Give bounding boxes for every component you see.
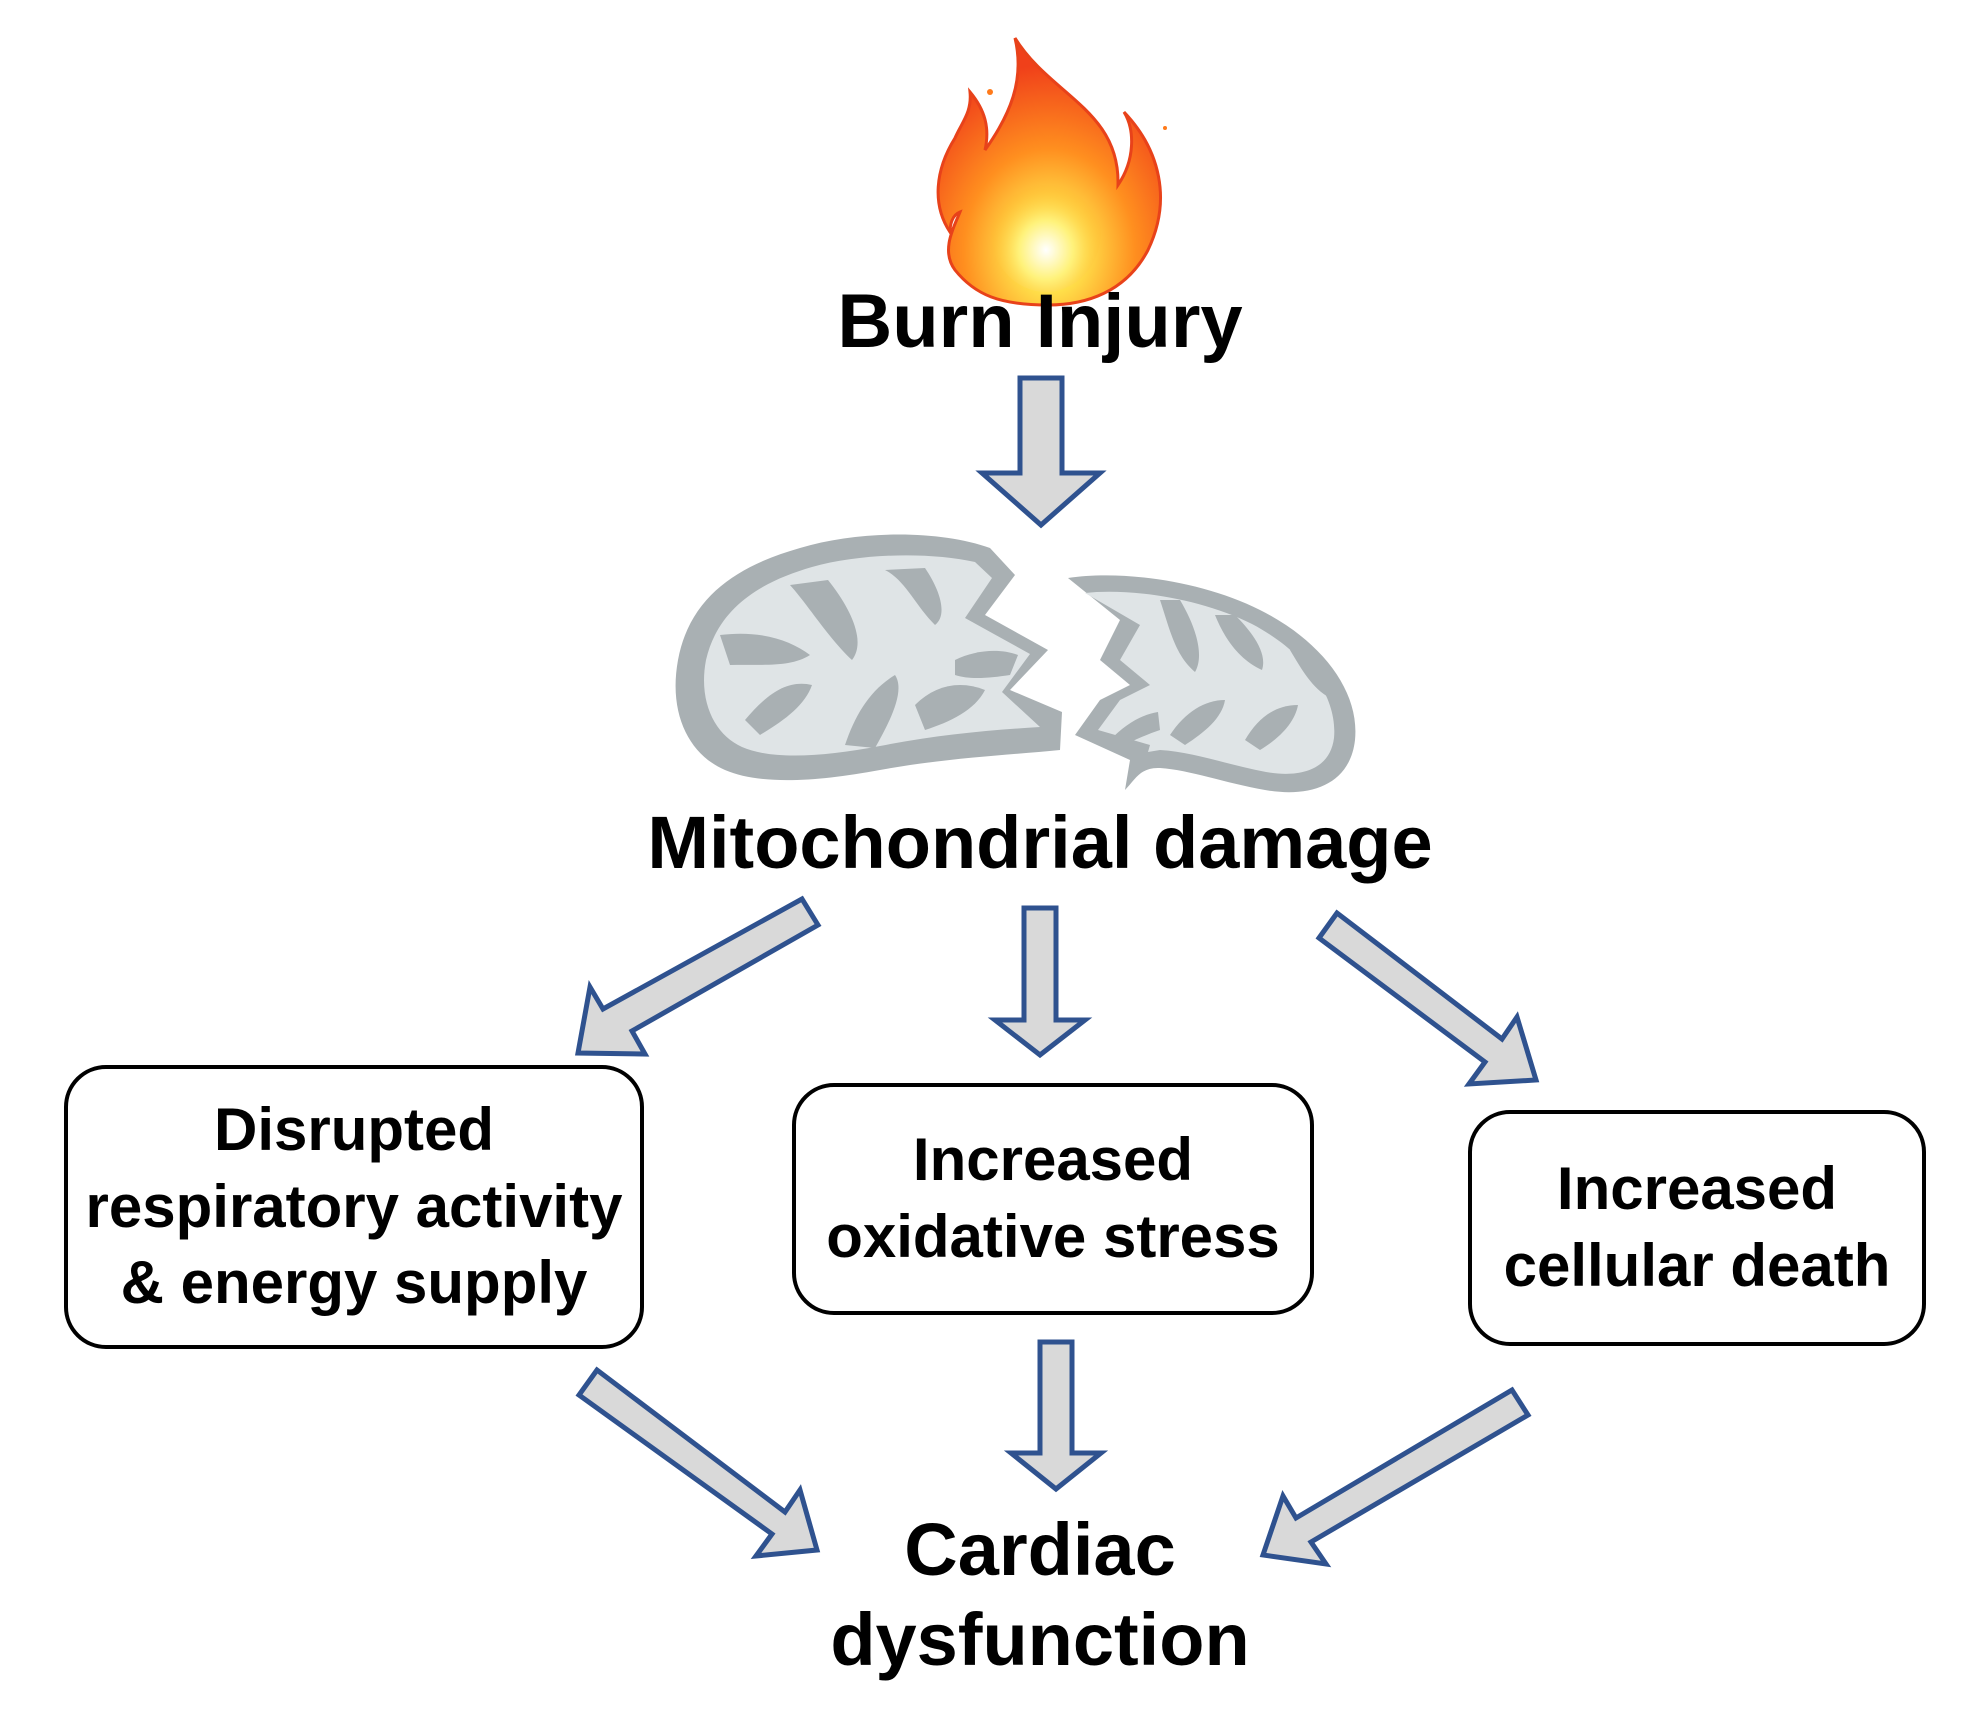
box-line: Increased (1556, 1155, 1838, 1223)
box-line: oxidative stress (826, 1203, 1280, 1270)
fire-icon (936, 37, 1167, 307)
box-line: Increased (912, 1126, 1194, 1194)
arrow-oxidative-to-cardiac (1003, 1339, 1109, 1493)
oxidative-stress-text: Increased oxidative stress (826, 1122, 1280, 1276)
box-line: & energy supply (120, 1249, 588, 1317)
oxidative-stress-box: Increased oxidative stress (792, 1083, 1314, 1315)
cellular-death-text: Increased cellular death (1504, 1151, 1891, 1305)
box-line: Disrupted (213, 1095, 495, 1163)
arrow-burn-to-mito (975, 375, 1107, 529)
arrow-mito-to-respiratory (575, 895, 822, 1057)
broken-mitochondrion-icon (675, 534, 1356, 793)
box-line: respiratory activity (85, 1172, 623, 1240)
dysfunction-line: dysfunction (830, 1598, 1250, 1682)
cardiac-line: Cardiac (904, 1508, 1176, 1591)
arrow-mito-to-oxidative (987, 905, 1093, 1059)
cellular-death-box: Increased cellular death (1468, 1110, 1926, 1346)
cardiac-dysfunction-label: Cardiac dysfunction (720, 1505, 1360, 1686)
mitochondrial-damage-label: Mitochondrial damage (647, 801, 1433, 884)
arrow-death-to-cardiac (1259, 1386, 1532, 1568)
box-line: cellular death (1503, 1232, 1891, 1299)
respiratory-activity-text: Disrupted respiratory activity & energy … (86, 1092, 623, 1322)
burn-injury-label: Burn Injury (837, 279, 1243, 364)
respiratory-activity-box: Disrupted respiratory activity & energy … (64, 1065, 644, 1349)
arrow-mito-to-death (1315, 909, 1540, 1087)
arrow-respiratory-to-cardiac (575, 1366, 821, 1560)
